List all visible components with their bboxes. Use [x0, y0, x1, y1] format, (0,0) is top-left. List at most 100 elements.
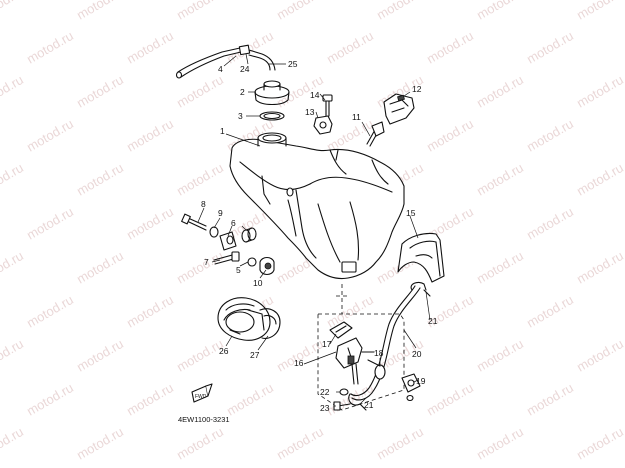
watermark-text: motod.ru: [174, 0, 226, 23]
fuel-cock-body: [335, 337, 375, 385]
callout-8: 8: [201, 199, 206, 209]
watermark-text: motod.ru: [174, 424, 226, 463]
watermark-text: motod.ru: [24, 292, 76, 331]
watermark-text: motod.ru: [124, 380, 176, 419]
collar-5-lower: [247, 257, 257, 267]
watermark-text: motod.ru: [224, 380, 276, 419]
callout-23: 23: [320, 403, 330, 413]
bracket-12: [383, 93, 415, 125]
watermark-text: motod.ru: [174, 248, 226, 287]
watermark-text: motod.ru: [574, 424, 625, 463]
callout-6: 6: [231, 218, 236, 228]
watermark-text: motod.ru: [124, 204, 176, 243]
callout-19: 19: [416, 376, 426, 386]
callout-20: 20: [412, 349, 422, 359]
watermark-text: motod.ru: [224, 28, 276, 67]
watermark-text: motod.ru: [374, 0, 426, 23]
watermark-text: motod.ru: [124, 28, 176, 67]
watermark-text: motod.ru: [424, 116, 476, 155]
callout-21-upper: 21: [428, 316, 438, 326]
callout-13: 13: [305, 107, 315, 117]
fuel-cap: [254, 80, 290, 106]
watermark-text: motod.ru: [0, 424, 26, 463]
watermark-text: motod.ru: [424, 380, 476, 419]
fuel-tank: [229, 132, 405, 280]
callout-10: 10: [253, 278, 263, 288]
callout-24: 24: [240, 64, 250, 74]
callout-9: 9: [218, 208, 223, 218]
watermark-text: motod.ru: [74, 0, 126, 23]
washer-22: [339, 388, 349, 396]
watermark-text: motod.ru: [0, 0, 26, 23]
bolt-7: [213, 251, 240, 265]
watermark-text: motod.ru: [574, 72, 625, 111]
callout-16: 16: [294, 358, 304, 368]
bolt-11: [366, 121, 385, 147]
watermark-text: motod.ru: [174, 72, 226, 111]
watermark-text: motod.ru: [124, 116, 176, 155]
watermark-text: motod.ru: [474, 424, 526, 463]
callout-5: 5: [236, 265, 241, 275]
fuel-cock-group: [317, 284, 405, 411]
watermark-text: motod.ru: [524, 204, 576, 243]
watermark-text: motod.ru: [0, 336, 26, 375]
watermark-text: motod.ru: [24, 116, 76, 155]
watermark-text: motod.ru: [74, 72, 126, 111]
screw-19: [401, 373, 421, 402]
callout-4: 4: [218, 64, 223, 74]
watermark-text: motod.ru: [474, 160, 526, 199]
watermark-text: motod.ru: [524, 28, 576, 67]
breather-hose: [175, 44, 276, 79]
watermark-text: motod.ru: [274, 424, 326, 463]
washer-9: [209, 226, 219, 238]
watermark-text: motod.ru: [74, 424, 126, 463]
callout-3: 3: [238, 111, 243, 121]
watermark-text: motod.ru: [324, 28, 376, 67]
watermark-text: motod.ru: [124, 292, 176, 331]
callout-1: 1: [220, 126, 225, 136]
callout-15: 15: [406, 208, 416, 218]
band-clamp-27: [259, 308, 281, 339]
watermark-text: motod.ru: [474, 248, 526, 287]
hose-clip-21-lower: [348, 393, 367, 411]
mount-bolt-8: [181, 213, 207, 231]
callout-2: 2: [240, 87, 245, 97]
watermark-text: motod.ru: [574, 336, 625, 375]
bolt-14: [322, 94, 333, 117]
watermark-text: motod.ru: [474, 336, 526, 375]
watermark-text: motod.ru: [374, 424, 426, 463]
watermark-text: motod.ru: [324, 116, 376, 155]
callout-12: 12: [412, 84, 422, 94]
fuel-hose-20: [350, 285, 421, 401]
tank-band-26: [217, 297, 271, 341]
hose-clip-21-upper: [410, 281, 431, 297]
watermark-text: motod.ru: [524, 116, 576, 155]
watermark-text: motod.ru: [574, 0, 625, 23]
watermark-text: motod.ru: [474, 0, 526, 23]
watermark-text: motod.ru: [524, 292, 576, 331]
damper-6: [219, 231, 237, 251]
callout-26: 26: [219, 346, 229, 356]
watermark-text: motod.ru: [24, 380, 76, 419]
callout-18: 18: [374, 348, 384, 358]
watermark-text: motod.ru: [524, 380, 576, 419]
watermark-text: motod.ru: [24, 204, 76, 243]
callout-22: 22: [320, 387, 330, 397]
collar-5-upper: [241, 227, 257, 243]
fwd-arrow-icon: FWD: [191, 383, 213, 403]
callout-11: 11: [352, 112, 361, 122]
clip-13: [313, 115, 333, 135]
cap-gasket: [259, 111, 285, 121]
leader-lines: [197, 53, 431, 407]
watermark-text: motod.ru: [0, 248, 26, 287]
cover-15: [397, 232, 445, 283]
diagram-code: 4EW1100-3231: [178, 415, 230, 424]
watermark-text: motod.ru: [274, 0, 326, 23]
watermark-text: motod.ru: [0, 160, 26, 199]
callout-14: 14: [310, 90, 320, 100]
callout-7: 7: [204, 257, 209, 267]
watermark-text: motod.ru: [474, 72, 526, 111]
watermark-text: motod.ru: [74, 248, 126, 287]
callout-27: 27: [250, 350, 260, 360]
